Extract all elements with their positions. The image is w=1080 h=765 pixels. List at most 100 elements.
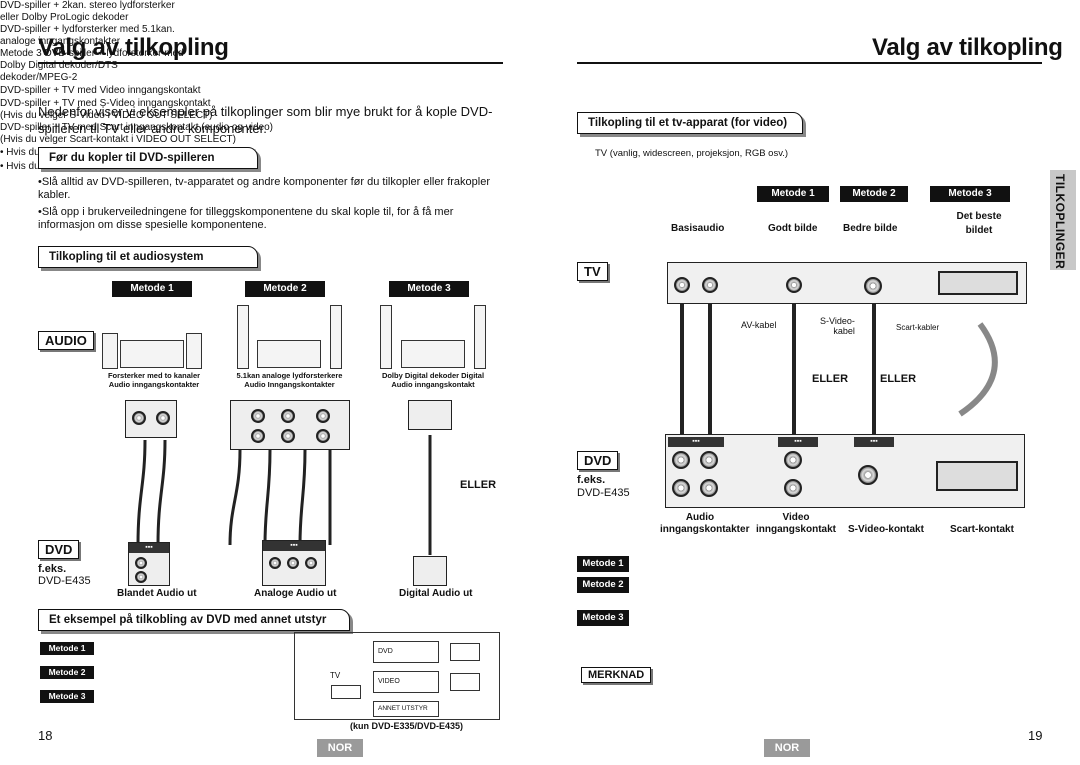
analog-out-jack-2 [287,557,299,569]
line-method-3-text: DVD-spiller + TV med Scart inngangskonta… [0,122,274,145]
analog-out-jack-3 [305,557,317,569]
left-feks: f.eks. [38,563,67,575]
left-page-number: 18 [38,728,53,743]
example-dvd-box: DVD [373,641,439,663]
svideo-cable-label: S-Video- kabel [820,316,855,336]
method-3-badge: Metode 3 [389,281,469,297]
scart-cable-label: Scart-kabler [896,323,940,332]
quality-basisaudio: Basisaudio [671,223,725,234]
section-audio-system: Tilkopling til et audiosystem [38,246,258,268]
method-1-badge: Metode 1 [112,281,192,297]
dvd-mixed-audio-head: ▪▪▪ [668,437,724,447]
digital-input-panel [408,400,452,430]
left-cables [136,435,432,555]
right-model: DVD-E435 [577,487,630,499]
mixed-audio-out-panel: ▪▪▪ [128,542,170,586]
tv-svideo-jack [864,277,882,295]
example-scart-2 [450,673,480,691]
right-title-rule [577,62,1042,64]
line-method-2-text: DVD-spiller + TV med S-Video inngangskon… [0,98,213,121]
surround-in-jack-4 [251,429,265,443]
dvd-audio-jack-1 [672,451,690,469]
surround-in-jack-2 [281,409,295,423]
surround-in-jack-1 [251,409,265,423]
example-method-1-badge: Metode 1 [40,642,94,655]
tv-audio-jack-l [702,277,718,293]
audio-in-jack-r [156,411,170,425]
quality-beste: Det beste bildet [956,211,1002,236]
out-label-analog: Analoge Audio ut [254,588,337,599]
stereo-amplifier [120,340,184,368]
dvd-audio-jack-2 [700,451,718,469]
caption-surround-amp: 5.1kan analoge lydforsterkere Audio Inng… [236,371,343,389]
dvd-video-jack-2 [784,479,802,497]
example-video-box: VIDEO [373,671,439,693]
surround-input-panel [230,400,350,450]
connector-video: Video inngangskontakt [755,512,836,535]
section-before-connect: Før du kopler til DVD-spilleren [38,147,258,169]
caption-stereo-amp: Forsterker med to kanaler Audio inngangs… [107,371,201,389]
line-method-1-text: DVD-spiller + TV med Video inngangskonta… [0,85,201,96]
speaker-front-left-3 [380,305,392,369]
intro-text: Nedenfor viser vi eksempler på tilkoplin… [38,104,493,136]
left-title-rule [38,62,503,64]
tv-audio-jack-r [674,277,690,293]
line-method-1-badge: Metode 1 [577,556,629,572]
right-tv-tag: TV [577,262,608,281]
right-feks: f.eks. [577,474,606,486]
example-caption: (kun DVD-E335/DVD-E435) [350,721,464,731]
example-method-3-text: Metode 3 DVD-spiller + lydforsterker med… [0,48,184,83]
digital-audio-out-panel [413,556,447,586]
section-tv: Tilkopling til et tv-apparat (for video) [577,112,803,134]
dvd-audio-jack-3 [672,479,690,497]
out-label-digital: Digital Audio ut [399,588,473,599]
tv-method-1-badge: Metode 1 [757,186,829,202]
method-2-badge: Metode 2 [245,281,325,297]
example-method-3-badge: Metode 3 [40,690,94,703]
side-tab-label: TILKOPLINGER [1053,174,1067,270]
dvd-video-jack-1 [784,451,802,469]
section-example: Et eksempel på tilkobling av DVD med ann… [38,609,350,631]
tv-video-jack [786,277,802,293]
right-eller-1: ELLER [812,373,849,385]
example-method-2-text: DVD-spiller + lydforsterker med 5.1kan. … [0,24,175,47]
connector-scart: Scart-kontakt [950,524,1014,535]
left-dvd-tag: DVD [38,540,80,559]
dvd-video-out-head: ▪▪▪ [778,437,818,447]
right-lang-badge: NOR [764,739,810,757]
tv-method-3-badge: Metode 3 [930,186,1010,202]
tv-note: TV (vanlig, widescreen, projeksjon, RGB … [595,148,789,159]
speaker-left-1 [102,333,118,369]
tv-method-2-badge: Metode 2 [840,186,908,202]
merknad-tag: MERKNAD [581,667,652,683]
connector-audio: Audio inngangskontakter [660,512,750,535]
example-diagram: TV DVD VIDEO ANNET UTSTYR [294,632,500,720]
dvd-svideo-out-head: ▪▪▪ [854,437,894,447]
right-cables [680,304,998,434]
quality-bedre: Bedre bilde [843,223,898,234]
audio-tag: AUDIO [38,331,94,350]
mixed-out-jack-2 [135,571,147,583]
right-dvd-tag: DVD [577,451,619,470]
line-method-3-badge: Metode 3 [577,610,629,626]
side-tab-tilkoplinger: TILKOPLINGER [1050,170,1076,270]
mixed-audio-out-head: ▪▪▪ [129,543,169,553]
surround-in-jack-6 [316,429,330,443]
analog-out-jack-1 [269,557,281,569]
bullet-manuals: •Slå opp i brukerveiledningene for tille… [38,206,454,231]
dvd-svideo-jack [858,465,878,485]
quality-godt: Godt bilde [768,223,818,234]
audio-in-jack-l [132,411,146,425]
left-model: DVD-E435 [38,575,91,587]
dolby-decoder [401,340,465,368]
left-eller-label: ELLER [460,479,497,491]
speaker-front-right-3 [474,305,486,369]
example-method-2-badge: Metode 2 [40,666,94,679]
left-lang-badge: NOR [317,739,363,757]
left-page-title: Valg av tilkopling [38,34,229,61]
example-tv-scart [331,685,361,699]
speaker-front-left-2 [237,305,249,369]
right-page-number: 19 [1028,728,1043,743]
speaker-right-1 [186,333,202,369]
example-tv-label: TV [330,671,341,680]
